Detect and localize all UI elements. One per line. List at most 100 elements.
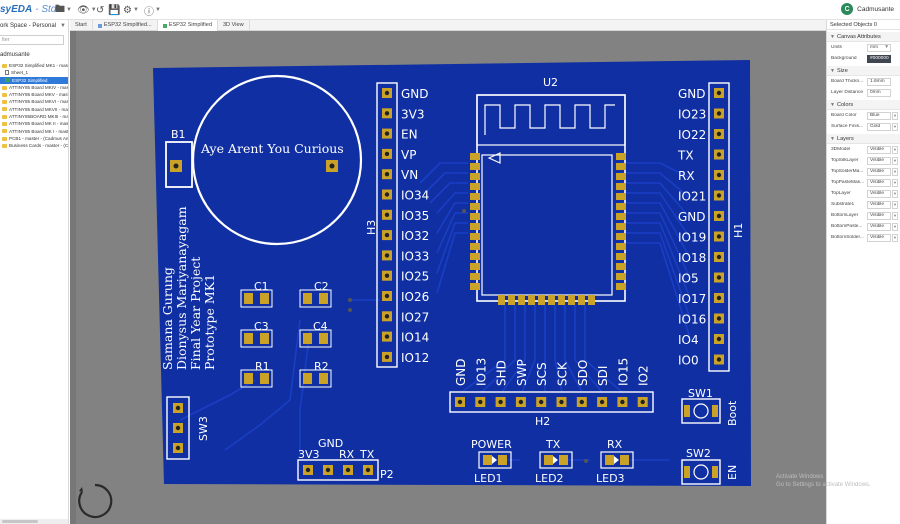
- board-color-select[interactable]: Blue: [867, 111, 891, 120]
- h2-pin-label: SDO: [576, 360, 590, 386]
- surface-finish-select[interactable]: Gold: [867, 122, 891, 131]
- pin-hole: [384, 354, 390, 360]
- smd-pad: [616, 253, 626, 260]
- h2-pin-label: IO13: [474, 358, 488, 386]
- c3-pad: [244, 333, 253, 344]
- layer-visibility-select[interactable]: Visible: [867, 189, 891, 198]
- pin-hole: [539, 399, 544, 405]
- loading-spinner-icon: [78, 483, 113, 519]
- layer-visibility-select[interactable]: Visible: [867, 145, 891, 154]
- background-color-field[interactable]: #000000: [867, 54, 891, 63]
- layer-visibility-select[interactable]: Visible: [867, 222, 891, 231]
- tree-item[interactable]: ATTINY85 Board MKIV - master: [0, 84, 68, 91]
- copper-trace: [481, 302, 516, 393]
- view-menu-icon[interactable]: 👁▼: [77, 4, 97, 16]
- folder-icon: [2, 114, 7, 119]
- h1-label: H1: [732, 223, 745, 238]
- help-menu-icon[interactable]: ⓘ▼: [144, 6, 161, 18]
- layer-dropdown-icon[interactable]: ▼: [892, 233, 898, 242]
- copper-trace: [620, 172, 691, 199]
- layer-dropdown-icon[interactable]: ▼: [892, 178, 898, 187]
- layers-section[interactable]: ▼Layers: [827, 134, 900, 144]
- h3-label: H3: [365, 220, 378, 235]
- layer-visibility-select[interactable]: Visible: [867, 211, 891, 220]
- tree-item[interactable]: ATTINY85 Board MK II - maste: [0, 120, 69, 127]
- layer-visibility-select[interactable]: Visible: [867, 200, 891, 209]
- c1-pad: [260, 293, 269, 304]
- tree-item[interactable]: Sheet_1: [0, 69, 68, 76]
- layer-visibility-select[interactable]: Visible: [867, 178, 891, 187]
- tab-label: ESP32 Simplified...: [103, 22, 152, 28]
- u2-label: U2: [543, 76, 558, 89]
- via: [584, 459, 588, 463]
- pin-hole: [716, 336, 722, 342]
- tab-2[interactable]: ESP32 Simplified: [157, 20, 218, 31]
- layer-visibility-select[interactable]: Visible: [867, 156, 891, 165]
- app-logo: syEDA- Std: [0, 4, 57, 15]
- horizontal-scrollbar[interactable]: [0, 519, 68, 524]
- tab-3[interactable]: 3D View: [218, 20, 250, 31]
- project-panel: ork Space - Personal▼ lter admusante ESP…: [0, 20, 69, 524]
- smd-pad: [616, 163, 626, 170]
- tree-item[interactable]: Business Cards - master - (Cad: [0, 142, 68, 149]
- layer-visibility-select[interactable]: Visible: [867, 167, 891, 176]
- layer-dropdown-icon[interactable]: ▼: [892, 200, 898, 209]
- history-icon[interactable]: ↺: [96, 4, 105, 16]
- pin-hole: [640, 399, 645, 405]
- folder-menu-icon[interactable]: 🖿▼: [55, 3, 72, 15]
- smd-pad: [470, 183, 480, 190]
- canvas-attributes-section[interactable]: ▼Canvas Attributes: [827, 32, 900, 42]
- units-select[interactable]: mm▼: [867, 43, 891, 52]
- layer-dropdown-icon[interactable]: ▼: [892, 222, 898, 231]
- h3-outline: [376, 82, 398, 368]
- settings-menu-icon[interactable]: ⚙▼: [123, 4, 139, 16]
- workspace-selector[interactable]: ork Space - Personal▼: [0, 23, 66, 29]
- pin-hole: [716, 213, 722, 219]
- folder-icon: [2, 107, 7, 112]
- pin-hole: [384, 253, 390, 258]
- folder-icon: [2, 122, 7, 127]
- smd-pad: [616, 203, 626, 210]
- layer-dropdown-icon[interactable]: ▼: [892, 189, 898, 198]
- layer-dropdown-icon[interactable]: ▼: [892, 211, 898, 220]
- smd-pad: [616, 283, 626, 290]
- tree-item[interactable]: ESP32 Simplified: [0, 76, 68, 84]
- pcb-doc-icon: [162, 23, 167, 28]
- tree-item[interactable]: PCB1 - master - (Cadmus Anthe: [0, 135, 68, 142]
- smd-pad: [568, 295, 575, 305]
- tree-item[interactable]: ATTINY85 Board MK I - maste: [0, 128, 68, 135]
- size-section[interactable]: ▼Size: [827, 66, 900, 76]
- copper-trace: [179, 379, 256, 421]
- filter-input[interactable]: lter: [0, 35, 64, 45]
- layer-visibility-select[interactable]: Visible: [867, 233, 891, 242]
- tab-0[interactable]: Start: [70, 20, 93, 31]
- tree-item[interactable]: ATTINY85 Board MKVII - master: [0, 106, 68, 113]
- via: [348, 298, 352, 302]
- copper-trace: [424, 172, 468, 194]
- copper-trace: [436, 222, 468, 274]
- surface-finish-dropdown-icon[interactable]: ▼: [892, 122, 898, 131]
- tree-item[interactable]: ESP32 Simplified MK1 - master: [0, 62, 68, 69]
- tree-item[interactable]: ATTINY85 Board MKVI - master: [0, 98, 68, 105]
- tab-1[interactable]: ESP32 Simplified...: [93, 20, 158, 31]
- user-menu[interactable]: C Cadmusante: [841, 3, 894, 15]
- board-thickness-field[interactable]: 1.6mm: [867, 77, 891, 86]
- layer-dropdown-icon[interactable]: ▼: [892, 145, 898, 154]
- layer-name: TopLayer: [831, 191, 851, 196]
- layer-dropdown-icon[interactable]: ▼: [892, 156, 898, 165]
- board-color-dropdown-icon[interactable]: ▼: [892, 111, 898, 120]
- save-icon[interactable]: 💾: [108, 4, 121, 16]
- smd-pad: [616, 183, 626, 190]
- tree-item[interactable]: ATTINY85 Board MKV - master: [0, 91, 68, 98]
- tree-item-label: ATTINY85 Board MK II - maste: [9, 121, 69, 127]
- layer-distance-field[interactable]: 0mm: [867, 88, 891, 97]
- c2-outline: [299, 289, 332, 308]
- colors-section[interactable]: ▼Colors: [827, 100, 900, 110]
- pin-hole: [175, 425, 181, 431]
- project-text-line: Final Year Project: [188, 257, 203, 370]
- tree-item[interactable]: ATTINY85BOARD MKIII - maste: [0, 113, 68, 120]
- layer-dropdown-icon[interactable]: ▼: [892, 167, 898, 176]
